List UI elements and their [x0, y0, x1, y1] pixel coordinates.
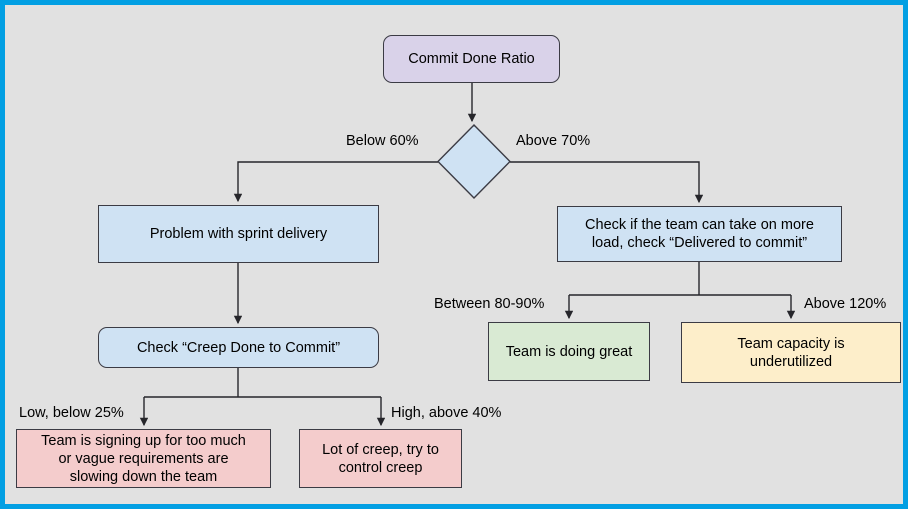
node-lot-of-creep[interactable]: Lot of creep, try to control creep — [299, 429, 462, 488]
node-commit-done-ratio[interactable]: Commit Done Ratio — [383, 35, 560, 83]
edge-label-above-70: Above 70% — [516, 133, 591, 149]
node-label: Problem with sprint delivery — [149, 226, 328, 242]
node-team-capacity-underutilized[interactable]: Team capacity is underutilized — [681, 322, 901, 383]
edge-label-below-60: Below 60% — [346, 133, 419, 149]
node-label: Lot of creep, try to control creep — [322, 441, 439, 476]
node-team-doing-great[interactable]: Team is doing great — [488, 322, 650, 381]
node-check-team-load[interactable]: Check if the team can take on more load,… — [557, 206, 842, 262]
node-label: Team is signing up for too much or vague… — [41, 432, 246, 485]
edge-decision-to-check-load — [510, 161, 704, 204]
edge-label-low-below-25: Low, below 25% — [19, 405, 124, 421]
node-check-creep-done[interactable]: Check “Creep Done to Commit” — [98, 327, 379, 368]
edge-label-high-above-40: High, above 40% — [391, 405, 502, 421]
edge-label-between-80-90: Between 80-90% — [434, 296, 545, 312]
node-problem-sprint-delivery[interactable]: Problem with sprint delivery — [98, 205, 379, 263]
edge-label-above-120: Above 120% — [804, 296, 887, 312]
node-label: Check if the team can take on more load,… — [585, 217, 814, 251]
node-signing-up-too-much[interactable]: Team is signing up for too much or vague… — [16, 429, 271, 488]
node-label: Team is doing great — [505, 343, 633, 360]
connector-layer — [139, 83, 796, 427]
node-label: Check “Creep Done to Commit” — [136, 339, 341, 356]
node-label: Team capacity is underutilized — [737, 335, 845, 370]
node-label: Commit Done Ratio — [408, 51, 535, 67]
decision-diamond — [437, 124, 511, 199]
edge-decision-to-problem — [233, 161, 438, 203]
